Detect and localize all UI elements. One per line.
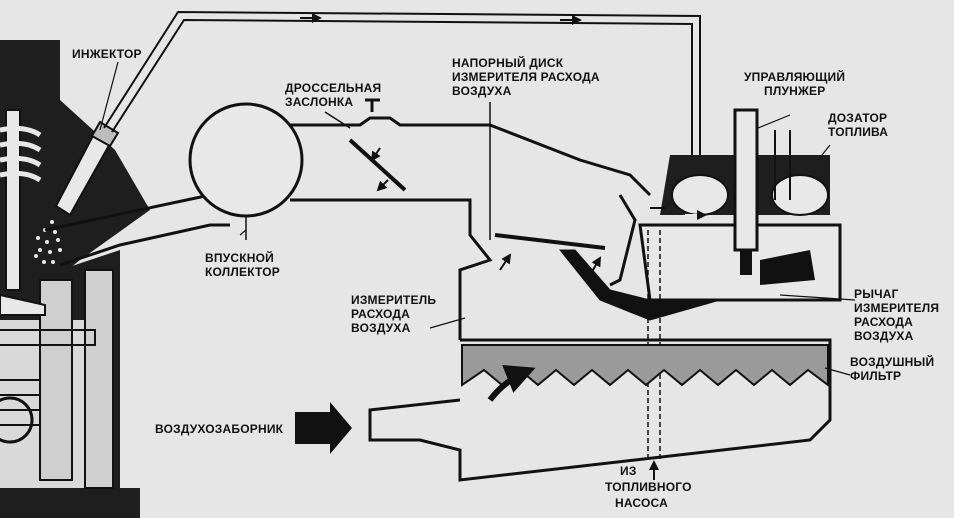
- label-injector: ИНЖЕКТОР: [72, 47, 142, 61]
- label-air-flow-meter-line1: ИЗМЕРИТЕЛЬ: [351, 293, 436, 307]
- label-air-flow-meter-line3: ВОЗДУХА: [351, 321, 411, 335]
- label-meter-lever-line2: ИЗМЕРИТЕЛЯ: [854, 301, 939, 315]
- fuel-line: [103, 10, 701, 155]
- label-sensor-plate-line2: ИЗМЕРИТЕЛЯ РАСХОДА: [452, 70, 600, 84]
- leader-lines: [99, 61, 856, 376]
- label-air-filter-line1: ВОЗДУШНЫЙ: [850, 354, 934, 369]
- intake-valve: [0, 109, 46, 316]
- labels: ИНЖЕКТОР ДРОССЕЛЬНАЯ ЗАСЛОНКА НАПОРНЫЙ Д…: [72, 47, 939, 510]
- intake-duct: [44, 116, 652, 340]
- label-fuel-pump-line1: ИЗ: [620, 464, 637, 478]
- sensor-plate: [489, 102, 771, 321]
- label-fuel-pump-line3: НАСОСА: [615, 496, 668, 510]
- intake-manifold: [188, 102, 304, 218]
- label-sensor-plate-line3: ВОЗДУХА: [452, 84, 512, 98]
- label-meter-lever-line1: РЫЧАГ: [854, 287, 899, 301]
- label-control-plunger-line1: УПРАВЛЯЮЩИЙ: [744, 69, 845, 84]
- label-meter-lever-line3: РАСХОДА: [854, 315, 913, 329]
- label-air-intake: ВОЗДУХОЗАБОРНИК: [155, 422, 284, 436]
- fuel-distributor: [638, 108, 842, 460]
- label-fuel-distributor-line2: ТОПЛИВА: [828, 125, 888, 139]
- label-control-plunger-line2: ПЛУНЖЕР: [764, 84, 825, 98]
- engine-block: [0, 40, 150, 518]
- label-intake-manifold-line1: ВПУСКНОЙ: [205, 250, 274, 265]
- injector: [34, 120, 120, 264]
- label-air-flow-meter-line2: РАСХОДА: [351, 307, 410, 321]
- label-air-filter-line2: ФИЛЬТР: [850, 369, 901, 383]
- label-sensor-plate-line1: НАПОРНЫЙ ДИСК: [452, 55, 564, 70]
- label-fuel-pump-line2: ТОПЛИВНОГО: [605, 480, 692, 494]
- label-throttle-line2: ЗАСЛОНКА: [285, 95, 353, 109]
- airflow-arrow: [487, 364, 536, 402]
- label-meter-lever-line4: ВОЗДУХА: [854, 329, 914, 343]
- air-intake-arrow: [295, 402, 352, 454]
- label-intake-manifold-line2: КОЛЛЕКТОР: [205, 265, 280, 279]
- label-throttle-line1: ДРОССЕЛЬНАЯ: [285, 81, 381, 95]
- label-fuel-distributor-line1: ДОЗАТОР: [828, 111, 887, 125]
- throttle-valve: [324, 98, 407, 192]
- air-flow-meter-body: [368, 338, 832, 482]
